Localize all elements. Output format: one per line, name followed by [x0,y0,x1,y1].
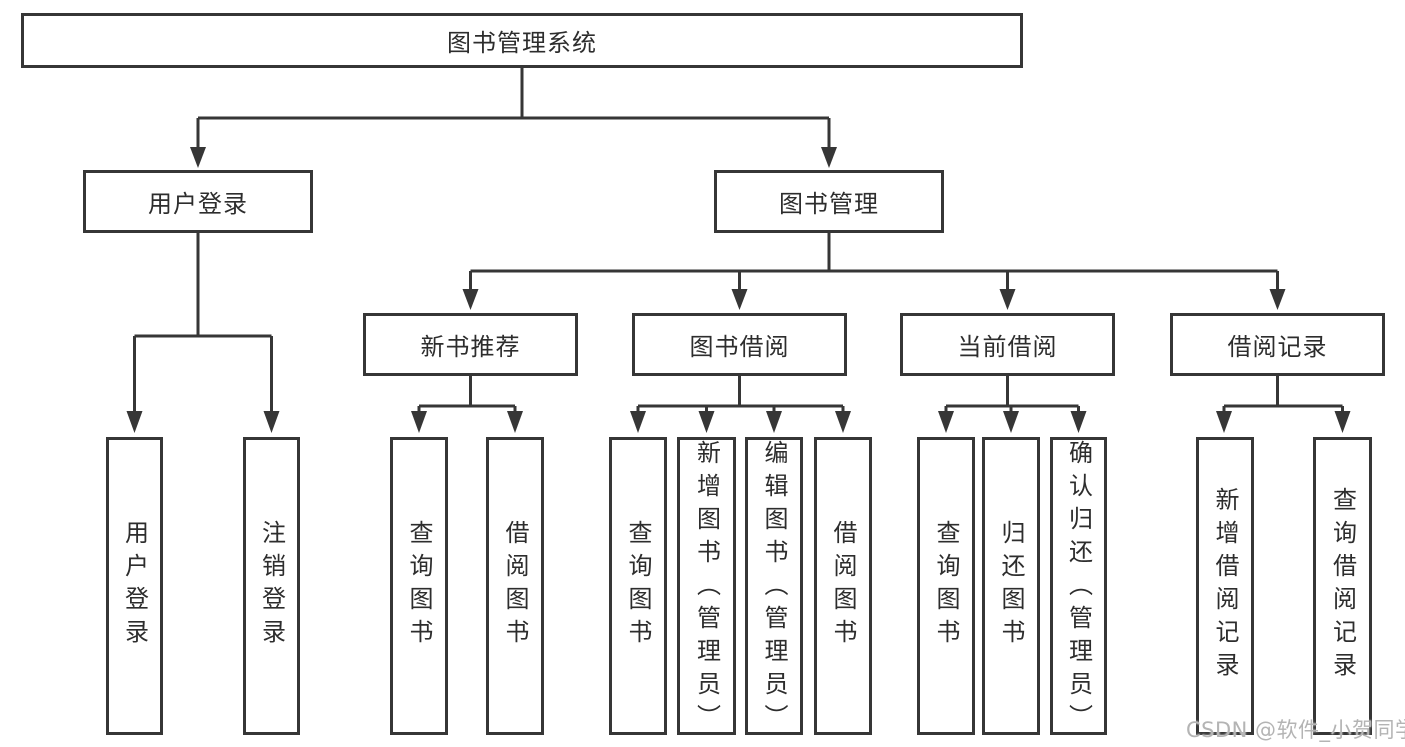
node-book-management: 图书管理 [714,170,944,233]
node-user-login-leaf: 用户登录 [106,437,163,735]
node-current-borrowing: 当前借阅 [900,313,1115,376]
node-query-books-current: 查询图书 [917,437,975,735]
node-new-book-recommendation: 新书推荐 [363,313,578,376]
node-book-borrowing: 图书借阅 [632,313,847,376]
node-borrowing-records: 借阅记录 [1170,313,1385,376]
node-borrow-books-leaf: 借阅图书 [814,437,872,735]
node-user-login: 用户登录 [83,170,313,233]
node-return-books: 归还图书 [982,437,1040,735]
node-add-borrow-record: 新增借阅记录 [1196,437,1254,735]
node-query-books-borrowing: 查询图书 [609,437,667,735]
watermark-csdn: CSDN @软件_小贺同学 [1186,718,1405,742]
node-confirm-return-admin: 确认归还（管理员） [1050,437,1107,737]
node-edit-books-admin: 编辑图书（管理员） [745,437,803,737]
node-borrow-books-recommend: 借阅图书 [486,437,544,735]
node-logout-leaf: 注销登录 [243,437,300,735]
node-add-books-admin: 新增图书（管理员） [677,437,736,737]
node-library-system: 图书管理系统 [21,13,1023,68]
node-query-borrow-record: 查询借阅记录 [1313,437,1372,735]
node-query-books-recommend: 查询图书 [390,437,448,735]
